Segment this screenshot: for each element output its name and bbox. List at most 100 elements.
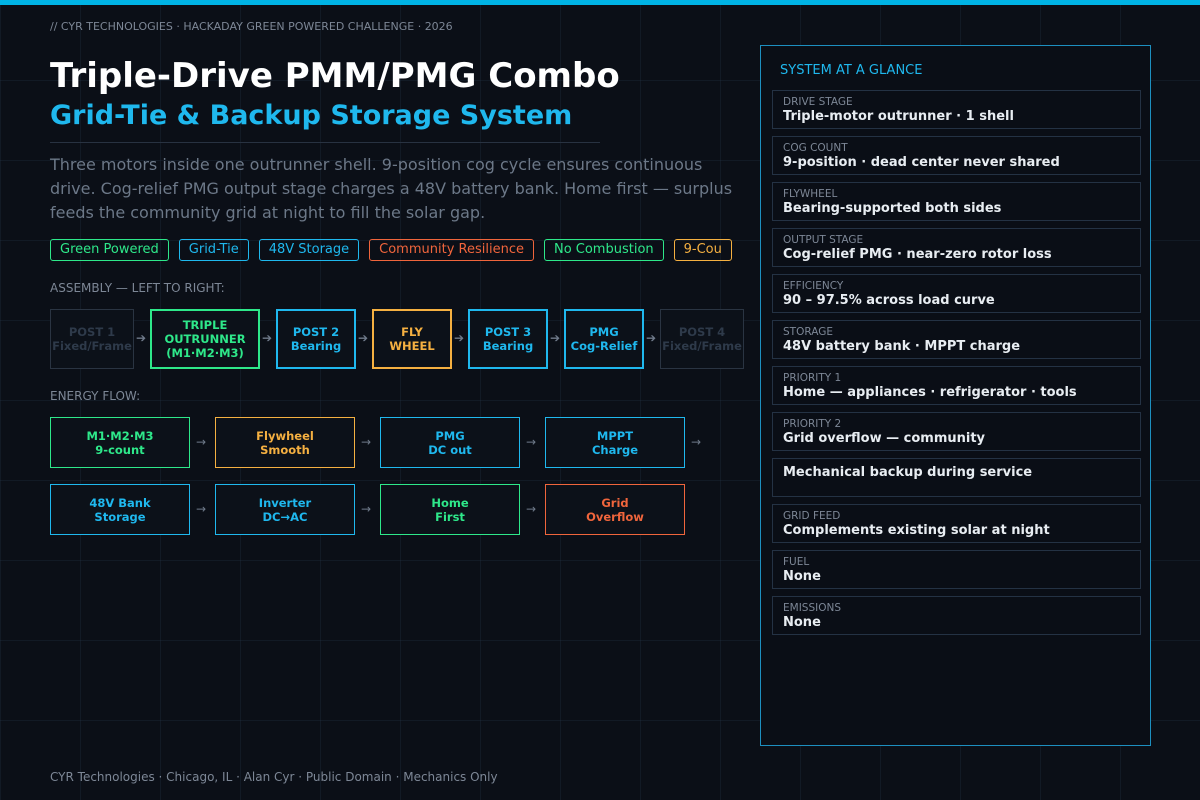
block-line: POST 1 (68, 325, 116, 339)
divider (50, 142, 600, 143)
panel-item-value: Triple-motor outrunner · 1 shell (783, 109, 1014, 124)
block-line: Inverter (258, 495, 312, 510)
page-title: Triple-Drive PMM/PMG Combo (50, 56, 620, 96)
block-line: Overflow (586, 509, 644, 524)
block-line: Smooth (260, 442, 310, 457)
top-accent-bar (0, 0, 1200, 5)
panel-item-value: 9-position · dead center never shared (783, 155, 1060, 170)
arrow-icon: ➔ (646, 331, 657, 345)
panel-item-value: None (783, 569, 821, 584)
block-line: Storage (94, 509, 146, 524)
block-line: Charge (591, 442, 639, 457)
kicker: // CYR TECHNOLOGIES · HACKADAY GREEN POW… (50, 20, 453, 33)
block-line: DC→AC (262, 509, 308, 524)
energy-flow-label: ENERGY FLOW: (50, 389, 141, 403)
panel-item: Mechanical backup during service (772, 458, 1141, 497)
block-line: Fixed/Frame (662, 339, 742, 353)
panel-item-label: OUTPUT STAGE (783, 234, 864, 246)
panel-item-value: Complements existing solar at night (783, 523, 1050, 538)
block-line: (M1·M2·M3) (166, 346, 244, 360)
block-line: First (435, 509, 465, 524)
panel-item-label: EFFICIENCY (783, 280, 844, 292)
tag-badge: 48V Storage (258, 239, 360, 261)
panel-item-value: Home — appliances · refrigerator · tools (783, 385, 1077, 400)
block-line: M1·M2·M3 (86, 428, 154, 443)
panel-item-label: DRIVE STAGE (783, 96, 853, 108)
block-line: Bearing (290, 339, 342, 353)
block-line: POST 2 (292, 325, 340, 339)
block-line: WHEEL (389, 339, 435, 353)
block-line: PMG (435, 428, 465, 443)
block-line: POST 3 (484, 325, 532, 339)
block-line: 48V Bank (89, 495, 151, 510)
arrow-icon: ➔ (358, 331, 369, 345)
arrow-icon: → (196, 435, 207, 449)
block-line: OUTRUNNER (164, 332, 246, 346)
arrow-icon: → (196, 502, 207, 516)
description-line: drive. Cog-relief PMG output stage charg… (50, 179, 733, 198)
panel-item-label: STORAGE (783, 326, 833, 338)
panel-item-label: COG COUNT (783, 142, 848, 154)
description-line: feeds the community grid at night to fil… (50, 203, 486, 222)
block-line: Cog-Relief (570, 339, 638, 353)
page-subtitle: Grid-Tie & Backup Storage System (50, 100, 573, 131)
arrow-icon: ➔ (550, 331, 561, 345)
footer: CYR Technologies · Chicago, IL · Alan Cy… (50, 770, 498, 784)
arrow-icon: ➔ (262, 331, 273, 345)
block-line: DC out (428, 442, 472, 457)
arrow-icon: → (526, 435, 537, 449)
panel-item-label: GRID FEED (783, 510, 841, 522)
block-line: FLY (401, 325, 423, 339)
panel-item-label: PRIORITY 2 (783, 418, 842, 430)
panel-item-label: FUEL (783, 556, 810, 568)
description-line: Three motors inside one outrunner shell.… (50, 155, 703, 174)
main-column: Three motors inside one outrunner shell.… (50, 153, 750, 535)
block-line: MPPT (596, 428, 634, 443)
panel-item-label: FLYWHEEL (783, 188, 838, 200)
block-line: Grid (601, 495, 629, 510)
block-line: POST 4 (678, 325, 726, 339)
block-line: TRIPLE (182, 318, 228, 332)
tag-badge: Community Resilience (369, 239, 534, 261)
arrow-icon: → (691, 435, 702, 449)
block-line: Fixed/Frame (52, 339, 132, 353)
block-line: 9-count (95, 442, 145, 457)
arrow-icon: → (526, 502, 537, 516)
arrow-icon: → (361, 502, 372, 516)
block-line: Home (431, 495, 469, 510)
tag-badge: 9-Cou (673, 239, 732, 261)
panel-item-value: Grid overflow — community (783, 431, 986, 446)
panel-item-value: 48V battery bank · MPPT charge (783, 339, 1021, 354)
panel-item-value: None (783, 615, 821, 630)
panel-item-label: PRIORITY 1 (783, 372, 842, 384)
block-line: PMG (589, 325, 619, 339)
panel-item-value: Mechanical backup during service (783, 465, 1033, 480)
block-line: Bearing (482, 339, 534, 353)
description: Three motors inside one outrunner shell.… (50, 153, 750, 225)
